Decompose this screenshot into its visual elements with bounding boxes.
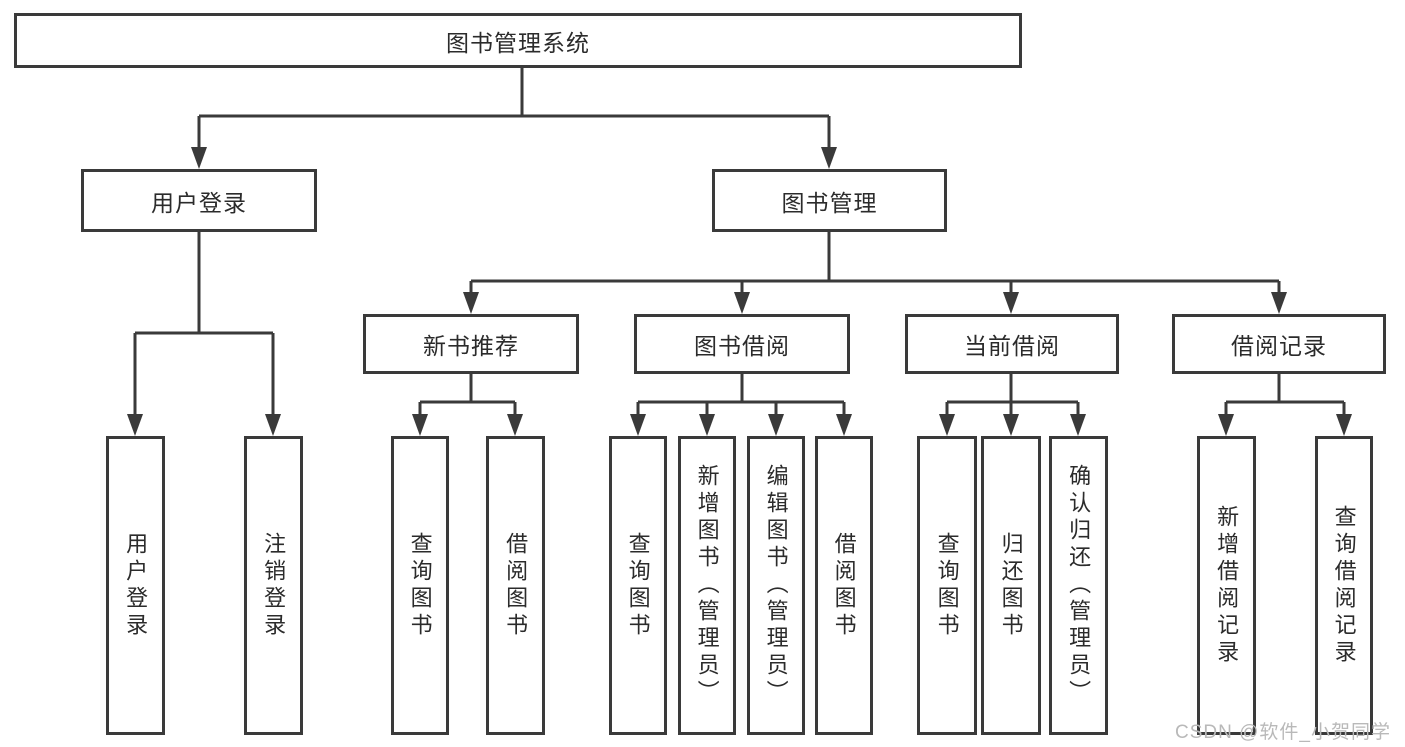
leaf-add-borrow-record: 新增借阅记录	[1197, 436, 1256, 735]
node-book-borrowing: 图书借阅	[634, 314, 850, 374]
node-user-login: 用户登录	[81, 169, 317, 232]
leaf-edit-book-admin: 编辑图书（管理员）	[747, 436, 805, 735]
leaf-borrow-books-recommend: 借阅图书	[486, 436, 545, 735]
leaf-query-books-current: 查询图书	[917, 436, 977, 735]
leaf-user-login: 用户登录	[106, 436, 165, 735]
leaf-return-book: 归还图书	[981, 436, 1041, 735]
node-current-borrowing: 当前借阅	[905, 314, 1119, 374]
leaf-confirm-return-admin: 确认归还（管理员）	[1049, 436, 1108, 735]
leaf-query-books-borrowing: 查询图书	[609, 436, 667, 735]
leaf-query-borrow-record: 查询借阅记录	[1315, 436, 1373, 735]
node-borrow-records: 借阅记录	[1172, 314, 1386, 374]
node-library-system: 图书管理系统	[14, 13, 1022, 68]
node-new-book-recommend: 新书推荐	[363, 314, 579, 374]
node-book-management: 图书管理	[712, 169, 947, 232]
leaf-add-book-admin: 新增图书（管理员）	[678, 436, 736, 735]
leaf-logout: 注销登录	[244, 436, 303, 735]
leaf-borrow-books: 借阅图书	[815, 436, 873, 735]
leaf-query-books-recommend: 查询图书	[391, 436, 449, 735]
